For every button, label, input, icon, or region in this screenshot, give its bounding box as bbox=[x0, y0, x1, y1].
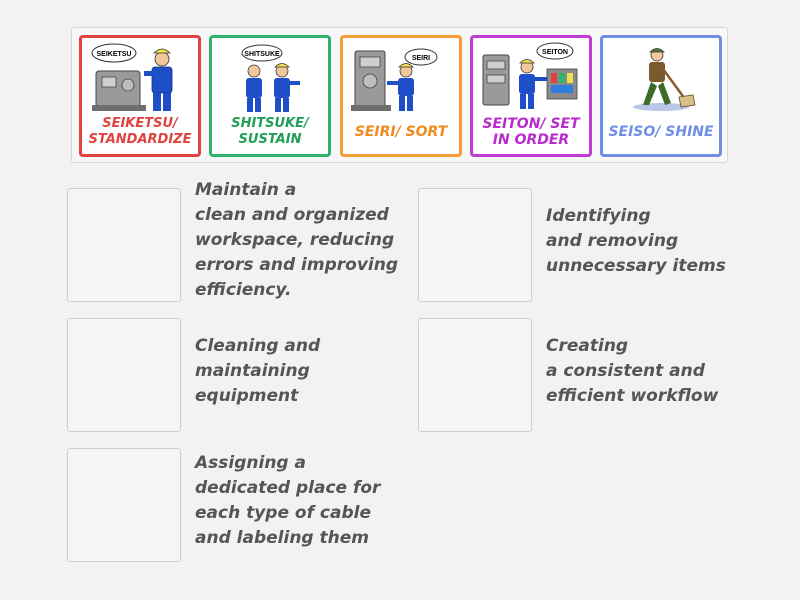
card-label: SEIKETSU/ STANDARDIZE bbox=[88, 116, 192, 147]
description-3: Cleaning and maintaining equipment bbox=[195, 336, 321, 406]
card-seiso-shine[interactable]: SEISO/ SHINE bbox=[600, 35, 722, 157]
drop-box-1[interactable] bbox=[67, 188, 181, 302]
drop-box-3[interactable] bbox=[67, 318, 181, 432]
worker-sorting-icon: SEIRI bbox=[351, 48, 438, 111]
svg-text:SEITON: SEITON bbox=[542, 49, 568, 56]
worker-sweeping-icon bbox=[633, 48, 696, 111]
worker-machine-icon: SEIKETSU bbox=[91, 43, 173, 111]
card-seiri-sort[interactable]: SEIRI SEIRI/ SORT bbox=[340, 35, 462, 157]
card-shitsuke-sustain[interactable]: SHITSUKE SHITSUKE/ SUSTAIN bbox=[209, 35, 331, 157]
two-workers-icon: SHITSUKE bbox=[241, 44, 300, 112]
description-2: Identifying and removing unnecessary ite… bbox=[546, 206, 726, 276]
card-label: SEITON/ SET IN ORDER bbox=[482, 116, 580, 148]
card-tray: SEIKETSU SEIKETSU/ STANDARDIZE SHITSUKE … bbox=[71, 27, 728, 163]
svg-text:SEIRI: SEIRI bbox=[412, 55, 430, 62]
card-label: SEISO/ SHINE bbox=[608, 124, 714, 140]
drop-box-4[interactable] bbox=[418, 318, 532, 432]
description-5: Assigning a dedicated place for each typ… bbox=[195, 453, 381, 548]
drop-box-2[interactable] bbox=[418, 188, 532, 302]
worker-organizing-icon: SEITON bbox=[482, 42, 578, 109]
svg-text:SHITSUKE: SHITSUKE bbox=[244, 51, 280, 58]
card-label: SHITSUKE/ SUSTAIN bbox=[231, 116, 309, 147]
card-seiton-set-in-order[interactable]: SEITON SEITON/ SET IN ORDER bbox=[470, 35, 592, 157]
drop-box-5[interactable] bbox=[67, 448, 181, 562]
description-1: Maintain a clean and organized workspace… bbox=[195, 180, 399, 300]
card-label: SEIRI/ SORT bbox=[354, 124, 448, 140]
description-4: Creating a consistent and efficient work… bbox=[546, 336, 719, 406]
svg-text:SEIKETSU: SEIKETSU bbox=[96, 51, 131, 58]
card-seiketsu-standardize[interactable]: SEIKETSU SEIKETSU/ STANDARDIZE bbox=[79, 35, 201, 157]
